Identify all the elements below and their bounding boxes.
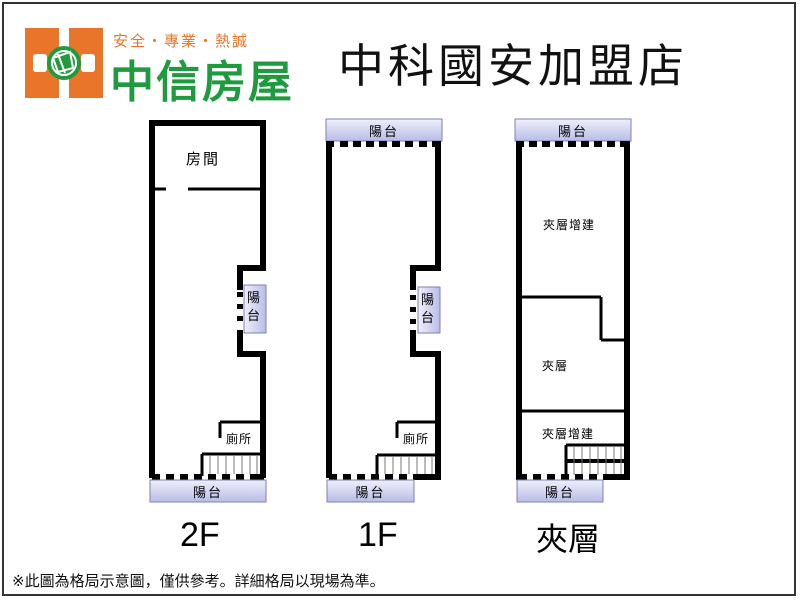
balcony-label-mezz-top: 陽台 — [557, 125, 588, 140]
logo-mark-icon — [25, 28, 103, 98]
floor-plan-1f — [325, 118, 443, 503]
floor-label-2f: 2F — [180, 516, 220, 554]
logo-brand-name: 中信房屋 — [110, 57, 294, 108]
balcony-label-1f-bottom: 陽台 — [355, 486, 386, 501]
balcony-label-1f-top: 陽台 — [368, 125, 399, 140]
disclaimer-note: ※此圖為格局示意圖，僅供參考。詳細格局以現場為準。 — [12, 572, 385, 590]
floor-label-1f: 1F — [358, 516, 398, 554]
logo-slogan: 安全・專業・熱誠 — [113, 32, 250, 50]
balcony-label-mezz-bottom: 陽台 — [544, 486, 575, 501]
room-label-2f-toilet: 廁所 — [226, 432, 253, 446]
room-label-1f-toilet: 廁所 — [403, 432, 430, 446]
floor-label-mezzanine: 夾層 — [536, 520, 601, 558]
store-title: 中科國安加盟店 — [338, 39, 688, 93]
room-label-mezz-main: 夾層 — [542, 359, 569, 373]
balcony-label-2f-side: 陽台 — [247, 291, 261, 324]
floor-plan-2f — [149, 120, 267, 503]
room-label-mezz-extension-upper: 夾層增建 — [543, 218, 596, 232]
balcony-label-2f-bottom: 陽台 — [192, 486, 223, 501]
balcony-label-1f-side: 陽台 — [421, 293, 435, 326]
room-label-mezz-extension-lower: 夾層增建 — [542, 427, 595, 441]
floor-plan-mezzanine — [514, 118, 632, 503]
room-label-2f-bedroom: 房間 — [186, 150, 221, 168]
